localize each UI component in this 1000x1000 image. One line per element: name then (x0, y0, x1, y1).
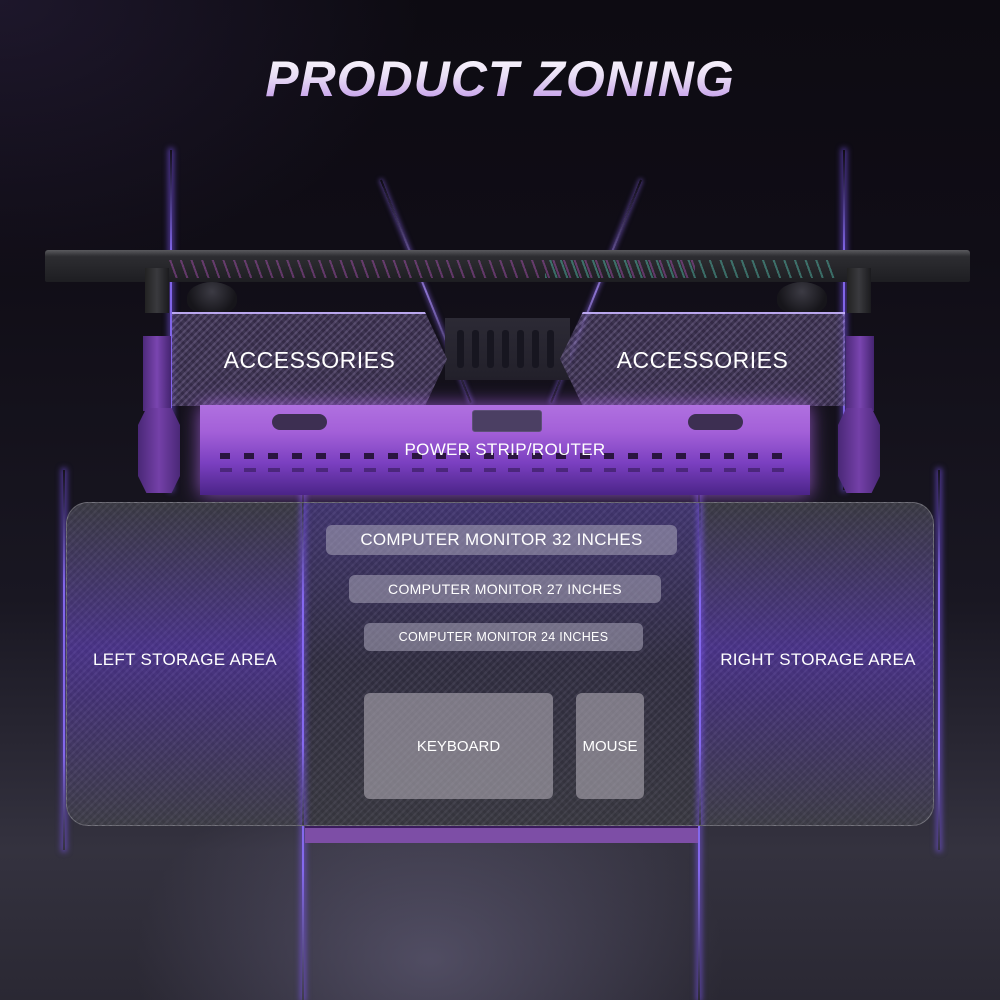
tray-vent-holes (220, 453, 790, 459)
side-clamp-right (838, 408, 880, 493)
power-socket-icon (472, 410, 542, 432)
knob-right (777, 282, 827, 314)
accessories-zone-left: ACCESSORIES (172, 312, 447, 406)
monitor-27-label: COMPUTER MONITOR 27 INCHES (388, 581, 622, 597)
mouse-label: MOUSE (582, 737, 638, 755)
desk-leg-right-lower (846, 336, 874, 411)
monitor-32-zone: COMPUTER MONITOR 32 INCHES (326, 525, 677, 555)
monitor-24-label: COMPUTER MONITOR 24 INCHES (398, 630, 609, 644)
desk-leg-left-lower (143, 336, 171, 411)
power-strip-router-label: POWER STRIP/ROUTER (404, 440, 606, 459)
page-title: PRODUCT ZONING (0, 50, 1000, 108)
right-storage-zone: RIGHT STORAGE AREA (701, 503, 933, 825)
glow-line-left-outer (63, 470, 65, 850)
right-storage-label: RIGHT STORAGE AREA (720, 650, 916, 669)
monitor-32-label: COMPUTER MONITOR 32 INCHES (360, 530, 643, 549)
knob-left (187, 282, 237, 314)
monitor-24-zone: COMPUTER MONITOR 24 INCHES (364, 623, 643, 651)
keyboard-zone: KEYBOARD (364, 693, 553, 799)
center-vent (445, 318, 570, 380)
accessories-left-label: ACCESSORIES (223, 346, 396, 373)
keyboard-label: KEYBOARD (416, 737, 501, 755)
desk-leg-left (145, 268, 169, 313)
glow-line-left (170, 150, 172, 490)
accessories-zone-right: ACCESSORIES (560, 312, 845, 406)
tray-slot-left (272, 414, 327, 430)
tray-vent-holes-lower (220, 468, 790, 472)
desk-top-surface (45, 250, 970, 282)
glow-line-right-outer (938, 470, 940, 850)
front-purple-edge (305, 826, 698, 843)
side-clamp-left (138, 408, 180, 493)
rgb-light-strip-purple (165, 260, 695, 278)
desk-surface-board: LEFT STORAGE AREA RIGHT STORAGE AREA COM… (66, 502, 934, 826)
tray-slot-right (688, 414, 743, 430)
zone-divider-right (699, 503, 701, 825)
accessories-right-label: ACCESSORIES (616, 346, 789, 373)
mouse-zone: MOUSE (576, 693, 644, 799)
desk-leg-right (847, 268, 871, 313)
zone-divider-left (302, 503, 304, 825)
rgb-light-strip-teal (545, 260, 835, 278)
left-storage-label: LEFT STORAGE AREA (93, 650, 277, 669)
left-storage-zone: LEFT STORAGE AREA (67, 503, 303, 825)
monitor-27-zone: COMPUTER MONITOR 27 INCHES (349, 575, 661, 603)
